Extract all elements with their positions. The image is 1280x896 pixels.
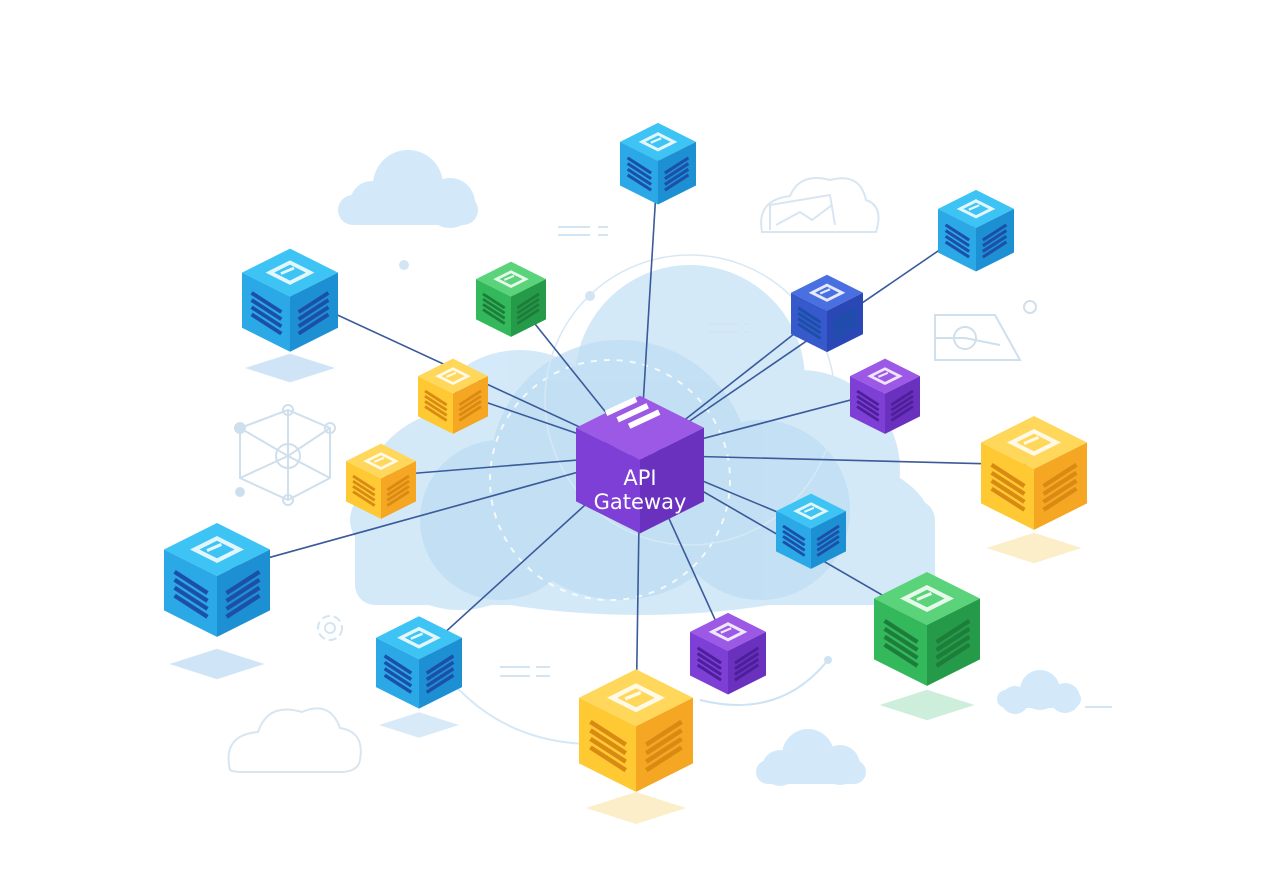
vent-lines-icon (856, 389, 914, 422)
document-icon (435, 367, 471, 386)
vent-lines-icon (782, 524, 840, 557)
network-lineart-right (934, 300, 1037, 361)
connector-n9 (639, 454, 1035, 466)
vent-lines-icon (424, 389, 482, 422)
service-node-n6[interactable] (418, 358, 488, 434)
node-shadows (169, 353, 1082, 824)
node-shadow (245, 353, 335, 383)
service-node-n12[interactable] (874, 571, 980, 686)
document-icon (808, 283, 846, 302)
document-icon (363, 452, 399, 471)
service-node-n2[interactable] (938, 189, 1014, 272)
service-node-n1[interactable] (620, 122, 696, 205)
service-nodes (164, 122, 1087, 792)
vent-lines-icon (383, 654, 455, 694)
document-icon (793, 502, 829, 521)
document-icon (189, 535, 245, 563)
node-shadow (986, 532, 1082, 564)
vent-lines-icon (944, 223, 1008, 259)
network-lineart-left (234, 404, 336, 506)
vent-lines-icon (352, 474, 410, 507)
document-icon (867, 367, 903, 386)
vent-lines-icon (173, 570, 261, 619)
service-node-n5[interactable] (791, 274, 863, 353)
cloud-bottom-right (997, 670, 1081, 714)
vent-lines-icon (250, 291, 330, 336)
node-shadow (379, 712, 459, 738)
cloud-bottom-center (756, 729, 866, 786)
cloud-outline-top-right (760, 177, 880, 233)
node-shadow (879, 689, 975, 721)
connector-n11 (216, 454, 641, 573)
document-icon (638, 132, 678, 152)
vent-lines-icon (626, 156, 690, 192)
vent-lines-icon (482, 292, 540, 325)
api-gateway-node[interactable] (576, 395, 704, 534)
service-node-n14[interactable] (690, 612, 766, 695)
cloud-outline-bottom-left (227, 707, 362, 773)
vent-lines-icon (797, 306, 857, 340)
vent-lines-icon (990, 463, 1078, 512)
gateway-bars-icon (604, 396, 661, 429)
service-node-n3[interactable] (242, 248, 338, 352)
cloud-top-left (338, 150, 478, 228)
node-shadow (586, 792, 686, 824)
document-icon (956, 199, 996, 219)
document-icon (606, 683, 666, 713)
service-node-n10[interactable] (776, 493, 846, 569)
service-node-n8[interactable] (346, 443, 416, 519)
service-node-n15[interactable] (579, 669, 693, 792)
vent-lines-icon (696, 646, 760, 682)
document-icon (397, 626, 441, 649)
vent-lines-icon (589, 719, 683, 773)
ring-icon (317, 615, 343, 641)
document-icon (708, 622, 748, 642)
background-decor (227, 150, 1112, 786)
service-node-n9[interactable] (981, 415, 1087, 530)
service-node-n4[interactable] (476, 261, 546, 337)
node-shadow (169, 648, 265, 680)
service-node-n7[interactable] (850, 358, 920, 434)
dash-marks (500, 226, 1112, 708)
document-icon (1006, 428, 1062, 456)
vent-lines-icon (883, 619, 971, 668)
document-icon (899, 584, 955, 612)
service-node-n11[interactable] (164, 522, 270, 637)
service-node-n13[interactable] (376, 616, 462, 709)
document-icon (493, 270, 529, 289)
document-icon (265, 260, 315, 285)
